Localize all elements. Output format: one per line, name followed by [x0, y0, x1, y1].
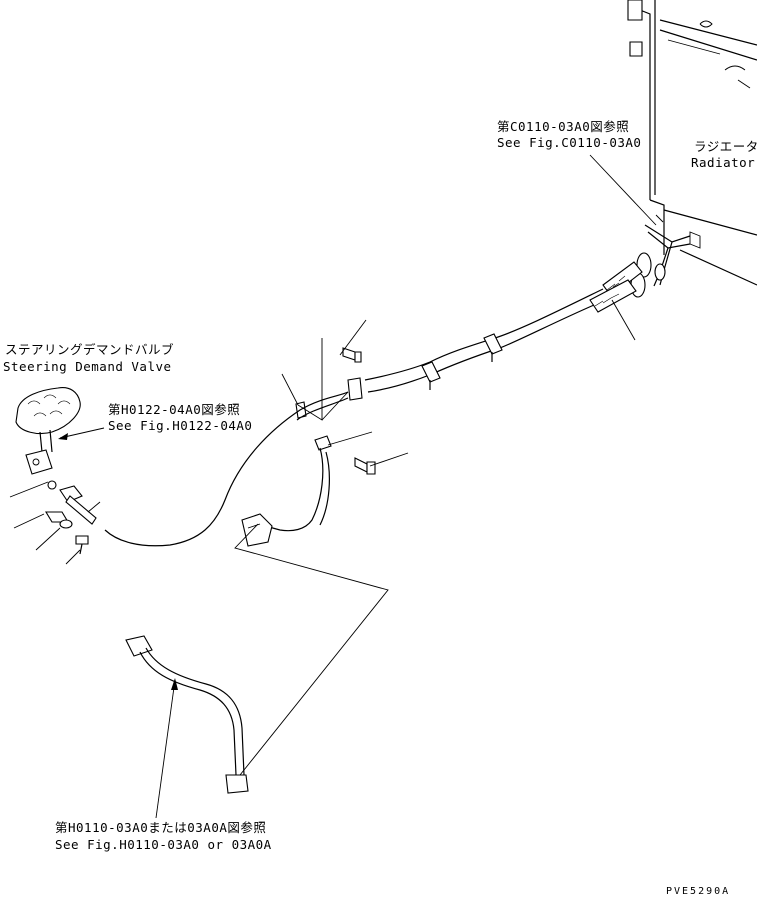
bottom-ref-en: See Fig.H0110-03A0 or 03A0A — [55, 837, 272, 852]
valve-label-en: Steering Demand Valve — [3, 359, 172, 374]
radiator-label-en: Radiator — [691, 155, 756, 170]
radiator-ref-jp: 第C0110-03A0図参照 — [497, 119, 630, 134]
radiator-label-jp: ラジエータ — [694, 139, 757, 154]
o-ring-icon — [47, 480, 57, 490]
washer-icon — [59, 519, 73, 529]
radiator-pipe-fitting-icon — [630, 224, 691, 298]
radiator-icon — [627, 0, 757, 286]
bottom-ref-arrow — [155, 678, 178, 819]
radiator-ref-en: See Fig.C0110-03A0 — [497, 135, 642, 150]
elbow-icon — [59, 485, 83, 503]
bottom-pipe-icon — [125, 635, 249, 794]
connection-line — [234, 523, 389, 776]
bolt-icon — [75, 535, 89, 545]
valve-ref-en: See Fig.H0122-04A0 — [108, 418, 253, 433]
drawing-code: PVE5290A — [666, 886, 731, 897]
steering-hose — [104, 391, 349, 547]
hose-sleeve-icon — [589, 261, 643, 313]
main-hose — [364, 288, 604, 393]
bottom-ref-jp: 第H0110-03A0または03A0A図参照 — [55, 820, 267, 835]
steering-demand-valve-icon — [15, 387, 81, 475]
mounting-bracket — [297, 338, 376, 475]
valve-ref-jp: 第H0122-04A0図参照 — [108, 402, 241, 417]
valve-ref-arrow — [58, 427, 105, 440]
hose-fitting-icon — [241, 513, 273, 547]
hose-clamp-icon — [295, 333, 503, 451]
leader-lines — [281, 154, 664, 467]
valve-label-jp: ステアリングデマンドバルブ — [5, 342, 175, 357]
valve-parts — [9, 480, 101, 565]
